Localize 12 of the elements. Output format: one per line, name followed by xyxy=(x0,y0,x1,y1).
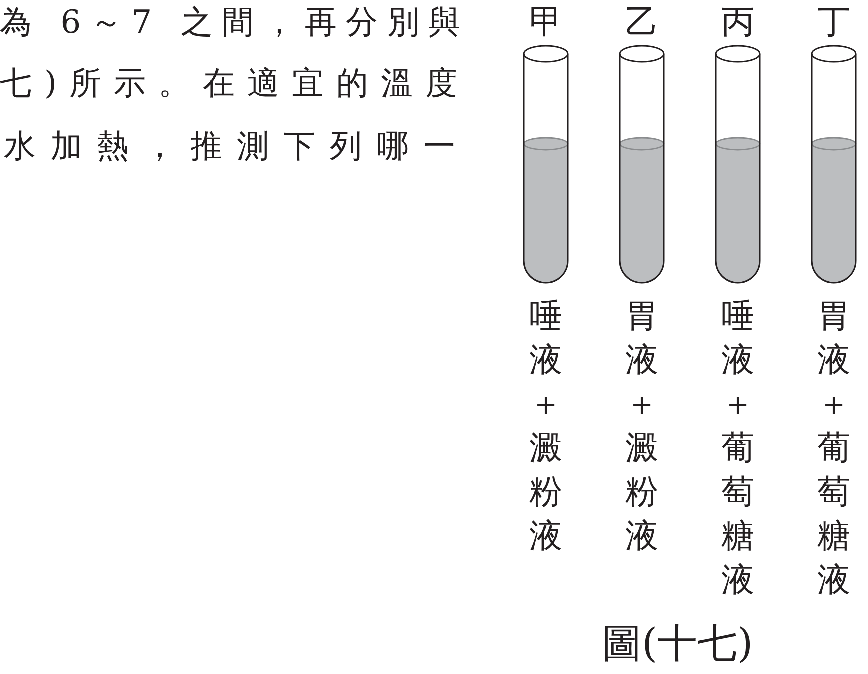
tube-contents-label: 唾液＋澱粉液 xyxy=(528,295,564,557)
tube-label: 乙 xyxy=(624,2,660,42)
tube-contents-label: 胃液＋澱粉液 xyxy=(624,295,660,557)
tube-label: 丁 xyxy=(816,2,852,42)
text-line: 水加熱，推測下列哪一 xyxy=(4,126,470,167)
figure-caption: 圖(十七) xyxy=(602,620,754,669)
tube-label: 丙 xyxy=(720,2,756,42)
text-line: 七)所示。在適宜的溫度 xyxy=(0,63,470,104)
tube-contents-label: 胃液＋葡萄糖液 xyxy=(816,295,852,601)
tube-label: 甲 xyxy=(528,2,564,42)
tube-contents-label: 唾液＋葡萄糖液 xyxy=(720,295,756,601)
text-line: 為 6～7 之間，再分別與 xyxy=(0,2,470,43)
